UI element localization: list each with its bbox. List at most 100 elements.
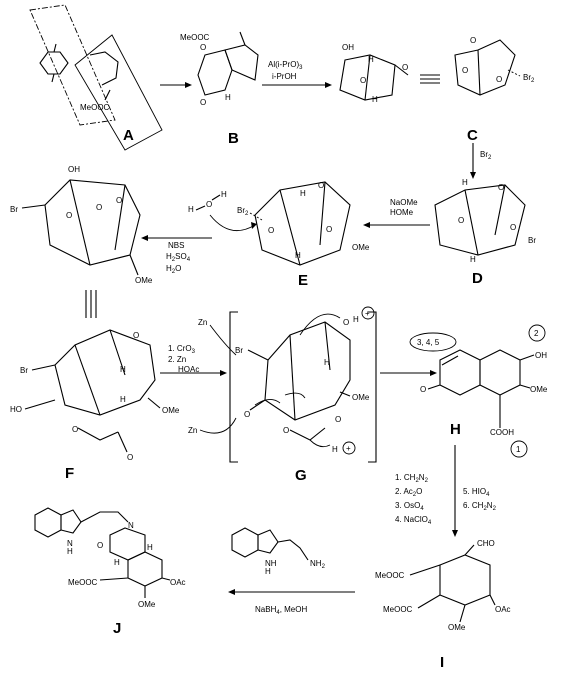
compound-B: MeOOC O O H B (180, 31, 259, 147)
plus-sign: + (346, 444, 351, 453)
methoxy-label: OMe (162, 406, 180, 415)
carbonyl-bond (117, 431, 128, 453)
curved-arrow-head (251, 222, 257, 229)
indole-h-label: H (265, 567, 271, 576)
ome-bond (519, 384, 531, 389)
reagent-d-e-1: NaOMe (390, 198, 418, 207)
carbonyl-o: O (470, 36, 476, 45)
h-label: H (372, 95, 378, 104)
br2-label: Br2 (237, 206, 249, 217)
acetate-label: OAc (170, 578, 186, 587)
indole-benzo-ring (231, 527, 259, 558)
oh-bond (24, 399, 56, 410)
arrow-head (325, 82, 332, 88)
zinc-label: Zn (188, 426, 197, 435)
curved-arrow (209, 214, 256, 232)
hydroxyl-label: HO (10, 405, 22, 414)
cage-bond (114, 184, 126, 251)
oac-bond (489, 594, 496, 606)
hydroxyl-label: OH (68, 165, 80, 174)
compound-F: O Br HO H H OMe O O F (10, 329, 180, 482)
compound-J: N H N O H H MeOOC OAc OMe J (34, 507, 186, 637)
carbonyl-o: O (244, 410, 250, 419)
arrow-head (220, 370, 227, 376)
compound-label-I: I (440, 654, 444, 671)
arrow-head (185, 82, 192, 88)
carboxylic-acid-label: COOH (490, 428, 514, 437)
bridge-o: O (360, 76, 366, 85)
cage-frame (434, 184, 526, 256)
bridge-o: O (462, 66, 468, 75)
bromohydrin-cage: OH Br O O O OMe (10, 165, 153, 285)
ester-label: MeOOC (375, 571, 405, 580)
br-bond (31, 364, 56, 371)
reagent-h-i-1: 1. CH2N2 (395, 473, 429, 484)
h-label: H (368, 55, 374, 64)
bridge-o: O (498, 183, 504, 192)
ester-label: MeOOC (383, 605, 413, 614)
indole-h-label: H (67, 547, 73, 556)
lactam-ring (109, 527, 146, 561)
ethylamine-chain (277, 539, 309, 561)
cage-bond (364, 54, 371, 101)
aldehyde-label: CHO (477, 539, 495, 548)
cage-frame (254, 181, 351, 266)
lactone-o: O (66, 211, 72, 220)
reagent-i-j: NaBH4, MeOH (255, 605, 307, 616)
bridge-o: O (318, 181, 324, 190)
quinone-ring (39, 51, 69, 75)
carbonyl-bond (249, 399, 266, 411)
plus-charge (342, 441, 356, 455)
ome-bond (339, 391, 351, 397)
carbonyl-o: O (127, 453, 133, 462)
reagent-d-e-2: HOMe (390, 208, 414, 217)
ester-label: MeOOC (68, 578, 98, 587)
ester-label: MeOOC (180, 33, 210, 42)
carbonyl-o: O (402, 63, 408, 72)
indole-nh-label: N (67, 539, 73, 548)
compound-label-C: C (467, 127, 478, 144)
reagent-h-i-4: 4. NaClO4 (395, 515, 432, 526)
annotation-2: 2 (534, 329, 539, 338)
arrow-head (470, 172, 476, 179)
h-label: H (300, 189, 306, 198)
cage-bond (69, 179, 91, 266)
compound-A: MeOOC A (29, 4, 163, 151)
compound-E: O O O H H OMe Br2 H O H E (188, 181, 370, 289)
reagent-b-c-1: Al(i-PrO)3 (268, 60, 303, 71)
cage-frame (264, 321, 351, 421)
methoxy-label: OMe (138, 600, 156, 609)
diene-chain (89, 51, 119, 86)
reagent-h-i-3: 3. OsO4 (395, 501, 424, 512)
compound-C-left: OH O O H H (339, 43, 409, 104)
oh-bond (519, 354, 535, 361)
alkene-bond (441, 355, 459, 366)
plus-sign: + (365, 309, 370, 318)
cage-bond (494, 184, 506, 236)
annotation-circle (528, 324, 546, 342)
compound-label-F: F (65, 465, 74, 482)
reagent-e-f-1: NBS (168, 241, 184, 250)
curved-arrow (254, 399, 281, 406)
compound-I: CHO MeOOC MeOOC OAc OMe I (375, 539, 511, 671)
reagent-h-i-2: 2. Ac2O (395, 487, 422, 498)
water-bond (211, 194, 221, 201)
methoxy-label: OMe (135, 276, 153, 285)
acetate-label: OAc (495, 605, 511, 614)
annotation-group-label: 3, 4, 5 (417, 338, 440, 347)
cho-bond (464, 544, 475, 556)
compound-label-A: A (123, 127, 134, 144)
cage-bond (464, 189, 479, 256)
proton-label: H (353, 315, 359, 324)
plus-charge (361, 306, 375, 320)
cage-frame (54, 329, 156, 416)
arrow-head (452, 530, 458, 537)
curved-arrow (309, 439, 331, 448)
proton-label: H (332, 445, 338, 454)
indole-benzo-ring (34, 507, 62, 538)
compound-D: H O O O Br H D (434, 178, 536, 287)
curved-arrow (284, 392, 306, 399)
bromo-label: Br (528, 236, 536, 245)
cage-frame (454, 39, 516, 96)
